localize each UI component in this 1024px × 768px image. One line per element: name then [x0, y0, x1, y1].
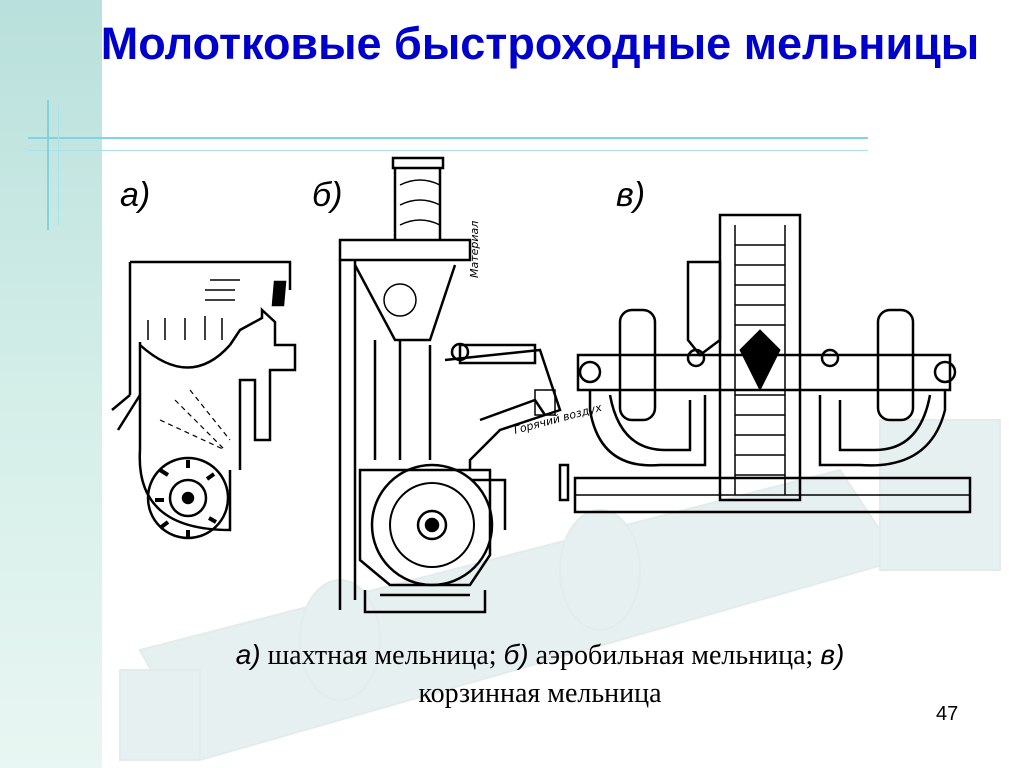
slide-title: Молотковые быстроходные мельницы [100, 18, 980, 69]
decorative-line [28, 150, 868, 151]
decorative-line [28, 137, 868, 139]
basket-mill-drawing [558, 213, 972, 514]
label-b: б) [312, 176, 343, 214]
caption-text-a: шахтная мельница; [260, 640, 504, 671]
caption-mark-v: в) [820, 639, 845, 670]
decorative-line [58, 105, 59, 225]
material-label: Материал [468, 221, 481, 278]
page-number: 47 [936, 703, 959, 725]
left-decorative-band [0, 0, 102, 768]
shaft-mill-drawing [111, 260, 297, 540]
label-a: а) [120, 176, 151, 214]
figure-caption: а) шахтная мельница; б) аэробильная мель… [120, 636, 960, 713]
label-v: в) [616, 176, 646, 214]
caption-mark-a: а) [235, 639, 261, 670]
caption-mark-b: б) [503, 639, 529, 670]
caption-text-b: аэробильная мельница; [528, 640, 821, 671]
aerobil-mill-drawing [338, 156, 562, 614]
caption-text-v: корзинная мельница [418, 678, 662, 709]
decorative-line [47, 100, 49, 230]
